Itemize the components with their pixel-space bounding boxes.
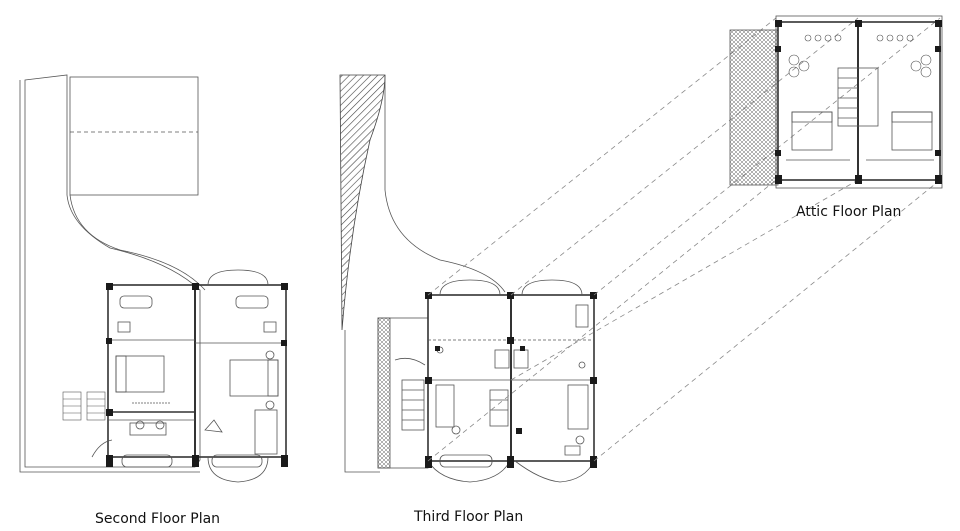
hatched-wedge: [339, 74, 386, 331]
bay-bottom: [207, 456, 269, 483]
bed-left: [115, 355, 165, 393]
columns-second: [106, 283, 288, 467]
third-bay-bottom: [427, 460, 511, 483]
roof-block: [69, 76, 199, 196]
attic-bed-left: [791, 111, 833, 151]
second-floor-plan: [19, 74, 288, 483]
second-floor-building: [107, 284, 287, 458]
third-bay-top-left: [439, 279, 501, 296]
second-floor-plan-caption: Second Floor Plan: [95, 511, 221, 527]
third-floor-plan: [339, 74, 597, 483]
stair-left: [62, 391, 106, 421]
attic-bed-right: [891, 111, 933, 151]
columns-attic: [775, 20, 942, 184]
attic-hatch: [729, 29, 779, 186]
bay-top: [207, 269, 269, 286]
projection-lines: [427, 17, 941, 462]
third-floor-plan-caption: Third Floor Plan: [414, 509, 524, 525]
attic-floor-plan-caption: Attic Floor Plan: [796, 204, 902, 220]
terrace-outline: [24, 74, 201, 468]
bed-right: [229, 359, 279, 397]
attic-floor-plan: [729, 15, 943, 189]
columns-third: [425, 292, 597, 468]
third-bay-top-right: [521, 279, 583, 296]
